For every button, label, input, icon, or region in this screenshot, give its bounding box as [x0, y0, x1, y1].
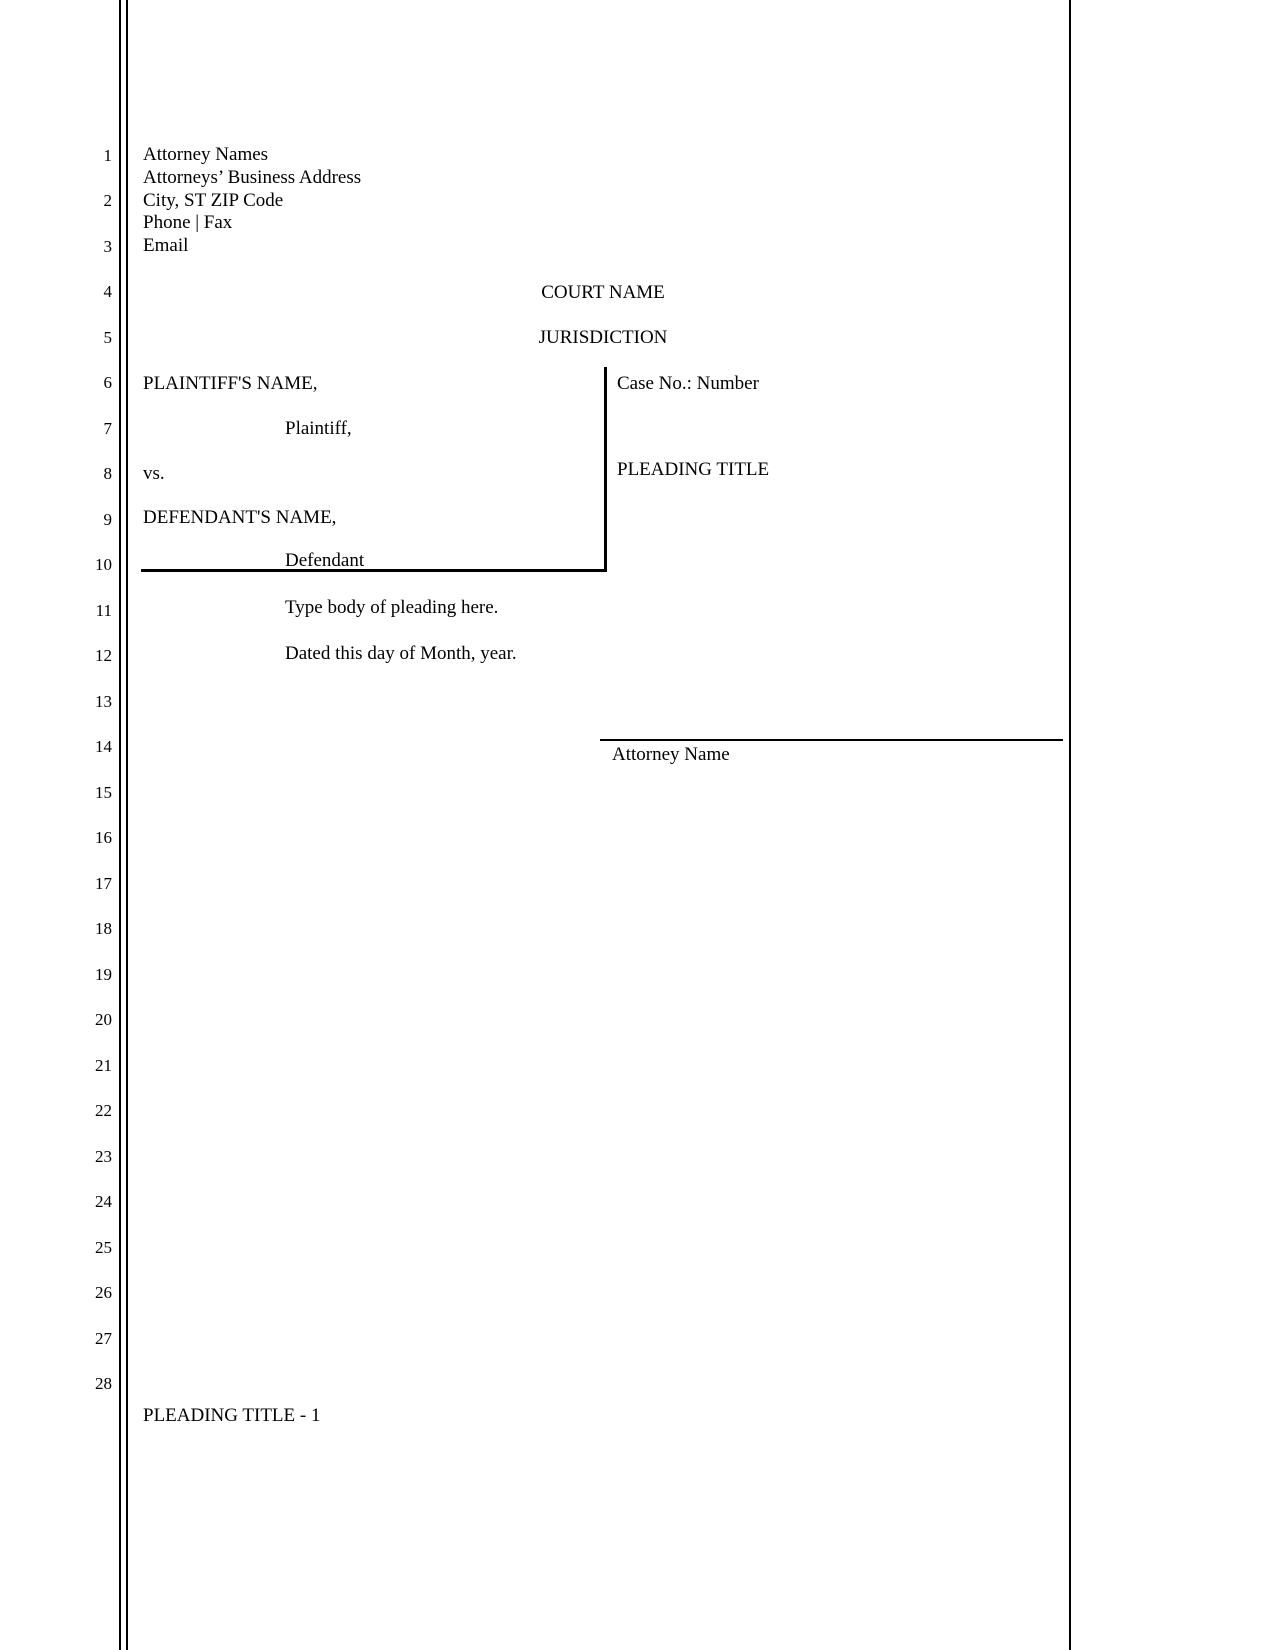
line-number: 14 [95, 737, 112, 756]
line-number: 24 [95, 1192, 112, 1211]
line-number: 11 [95, 600, 112, 620]
signature-attorney-name: Attorney Name [612, 744, 730, 765]
line-number: 5 [103, 327, 113, 347]
line-number: 17 [95, 873, 112, 893]
line-number: 4 [103, 282, 113, 301]
line-number: 18 [95, 919, 112, 938]
line-number: 3 [103, 236, 113, 256]
line-number: 28 [95, 1374, 112, 1393]
line-number: 9 [103, 509, 113, 529]
attorney-block-line: City, ST ZIP Code [143, 189, 284, 211]
case-number: Case No.: Number [617, 373, 759, 394]
attorney-block-line: Email [143, 235, 189, 256]
line-number: 25 [95, 1237, 112, 1257]
body-line-2: Dated this day of Month, year. [285, 643, 517, 664]
line-number: 20 [95, 1010, 112, 1029]
line-number: 23 [95, 1146, 112, 1166]
line-number: 15 [95, 782, 112, 802]
court-jurisdiction: JURISDICTION [538, 327, 668, 348]
right-margin-rule [1069, 0, 1071, 1650]
line-number: 10 [95, 555, 112, 574]
line-number: 22 [95, 1101, 112, 1120]
body-line-1: Type body of pleading here. [285, 597, 499, 618]
left-double-rule-inner [126, 0, 128, 1650]
footer-pleading-title: PLEADING TITLE - 1 [143, 1405, 321, 1426]
line-number: 6 [103, 373, 113, 392]
line-number: 19 [95, 964, 112, 984]
attorney-block-line: Phone | Fax [143, 212, 233, 234]
line-number: 21 [95, 1055, 112, 1075]
defendant-name: DEFENDANT'S NAME, [143, 507, 337, 528]
line-number: 26 [95, 1283, 112, 1302]
line-number: 16 [95, 828, 112, 847]
attorney-block-line: Attorney Names [143, 144, 269, 165]
plaintiff-role: Plaintiff, [285, 418, 352, 439]
court-name: COURT NAME [541, 282, 665, 303]
attorney-block-line: Attorneys’ Business Address [143, 166, 362, 188]
pleading-title: PLEADING TITLE [617, 459, 770, 480]
plaintiff-name: PLAINTIFF'S NAME, [143, 373, 318, 394]
signature-rule [600, 739, 1063, 741]
line-number: 1 [103, 145, 113, 165]
line-number: 2 [103, 191, 113, 210]
caption-box-vertical-rule [604, 367, 607, 572]
defendant-role: Defendant [285, 550, 365, 571]
line-number: 12 [95, 646, 112, 665]
versus: vs. [143, 463, 165, 484]
line-number: 27 [95, 1328, 112, 1348]
left-double-rule-outer [119, 0, 121, 1650]
line-number: 13 [95, 691, 112, 711]
caption-box-bottom-rule [141, 569, 607, 572]
line-number: 8 [103, 464, 113, 483]
line-number: 7 [103, 418, 113, 438]
